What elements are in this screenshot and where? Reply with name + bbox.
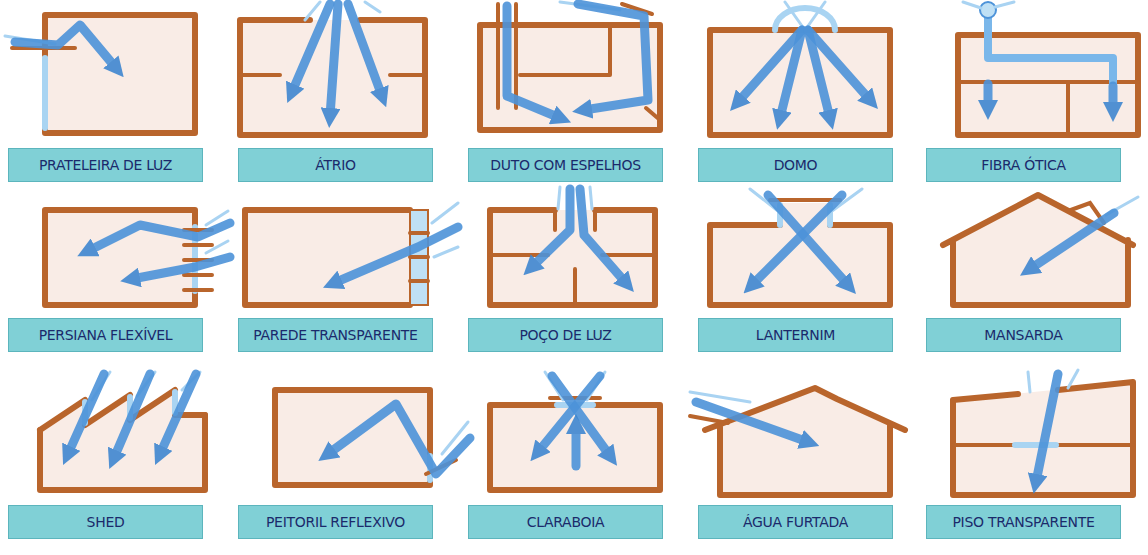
panel: [690, 388, 905, 495]
light-beam: [558, 187, 592, 209]
panel: [40, 372, 205, 490]
light-arrow: [580, 189, 626, 283]
panel: [45, 210, 230, 305]
label-band: PEITORIL REFLEXIVO: [238, 505, 433, 539]
label-band: SHED: [8, 505, 203, 539]
panel: [275, 390, 470, 485]
light-arrow: [1030, 213, 1114, 269]
panel: [5, 15, 195, 133]
light-arrow: [808, 30, 870, 100]
label-band: DUTO COM ESPELHOS: [468, 148, 663, 182]
label-band: CLARABOIA: [468, 505, 663, 539]
panel: [490, 372, 660, 490]
light-arrow: [132, 257, 230, 279]
glass-panel: [410, 210, 428, 305]
band-label: LANTERNIM: [756, 328, 835, 342]
light-arrow: [68, 374, 104, 454]
room-fill: [490, 405, 660, 490]
light-arrow: [330, 4, 338, 116]
light-arrow: [578, 4, 648, 110]
label-band: FIBRA ÓTICA: [926, 148, 1121, 182]
light-arrow: [1036, 374, 1058, 482]
light-beam: [963, 2, 1014, 8]
wall: [490, 405, 660, 490]
panel: [710, 2, 890, 135]
light-arrow: [114, 374, 150, 458]
light-arrow: [696, 402, 808, 442]
room-fill: [710, 30, 890, 135]
room-fill: [953, 197, 1128, 305]
light-arrow: [572, 426, 581, 466]
light-arrow: [15, 25, 116, 68]
thin-wall: [550, 396, 600, 400]
band-label: SHED: [87, 515, 125, 529]
band-label: FIBRA ÓTICA: [981, 158, 1066, 172]
wall: [943, 195, 1133, 305]
band-label: PRATELEIRA DE LUZ: [39, 158, 172, 172]
light-arrow: [328, 404, 470, 474]
band-label: PEITORIL REFLEXIVO: [266, 515, 405, 529]
light-arrow: [160, 374, 196, 454]
band-label: CLARABOIA: [527, 515, 605, 529]
thin-wall: [520, 25, 610, 75]
band-label: ÁTRIO: [315, 158, 355, 172]
panel: [240, 2, 425, 135]
light-beam: [305, 2, 380, 20]
label-band: DOMO: [698, 148, 893, 182]
light-arrow: [780, 30, 802, 118]
light-arrow: [752, 195, 842, 285]
thin-wall: [958, 82, 1138, 135]
glass: [1015, 442, 1056, 448]
panel: [953, 370, 1133, 495]
band-label: DUTO COM ESPELHOS: [490, 158, 641, 172]
light-beam: [785, 2, 825, 26]
band-label: MANSARDA: [984, 328, 1062, 342]
light-arrow: [532, 189, 570, 267]
panel: [490, 187, 655, 305]
light-arrow: [292, 4, 330, 92]
band-label: PAREDE TRANSPARENTE: [253, 328, 417, 342]
light-arrow: [334, 227, 458, 283]
panel: [958, 2, 1138, 135]
light-arrow: [552, 376, 610, 456]
collector: [980, 2, 996, 18]
label-band: PAREDE TRANSPARENTE: [238, 318, 433, 352]
light-arrow: [88, 223, 230, 251]
label-band: LANTERNIM: [698, 318, 893, 352]
label-band: POÇO DE LUZ: [468, 318, 663, 352]
light-arrow: [507, 6, 560, 118]
wall: [45, 210, 195, 305]
thin-wall: [690, 416, 728, 423]
panel: [480, 2, 660, 130]
panel: [943, 195, 1138, 305]
label-band: PERSIANA FLEXÍVEL: [8, 318, 203, 352]
light-arrow: [1109, 86, 1118, 110]
band-label: ÁGUA FURTADA: [743, 515, 848, 529]
panel: [245, 203, 458, 305]
band-label: POÇO DE LUZ: [519, 328, 611, 342]
label-band: ÁTRIO: [238, 148, 433, 182]
fiber: [988, 14, 1113, 84]
glass: [42, 58, 48, 128]
label-band: PRATELEIRA DE LUZ: [8, 148, 203, 182]
light-arrow: [348, 4, 382, 96]
label-band: MANSARDA: [926, 318, 1121, 352]
label-band: PISO TRANSPARENTE: [926, 505, 1121, 539]
light-arrow: [538, 376, 600, 452]
label-band: ÁGUA FURTADA: [698, 505, 893, 539]
light-arrow: [984, 84, 993, 108]
room-fill: [45, 210, 195, 305]
panel: [710, 189, 890, 305]
band-label: DOMO: [774, 158, 818, 172]
band-label: PISO TRANSPARENTE: [952, 515, 1094, 529]
wall: [710, 30, 890, 135]
light-arrow: [768, 195, 848, 285]
band-label: PERSIANA FLEXÍVEL: [39, 328, 173, 342]
